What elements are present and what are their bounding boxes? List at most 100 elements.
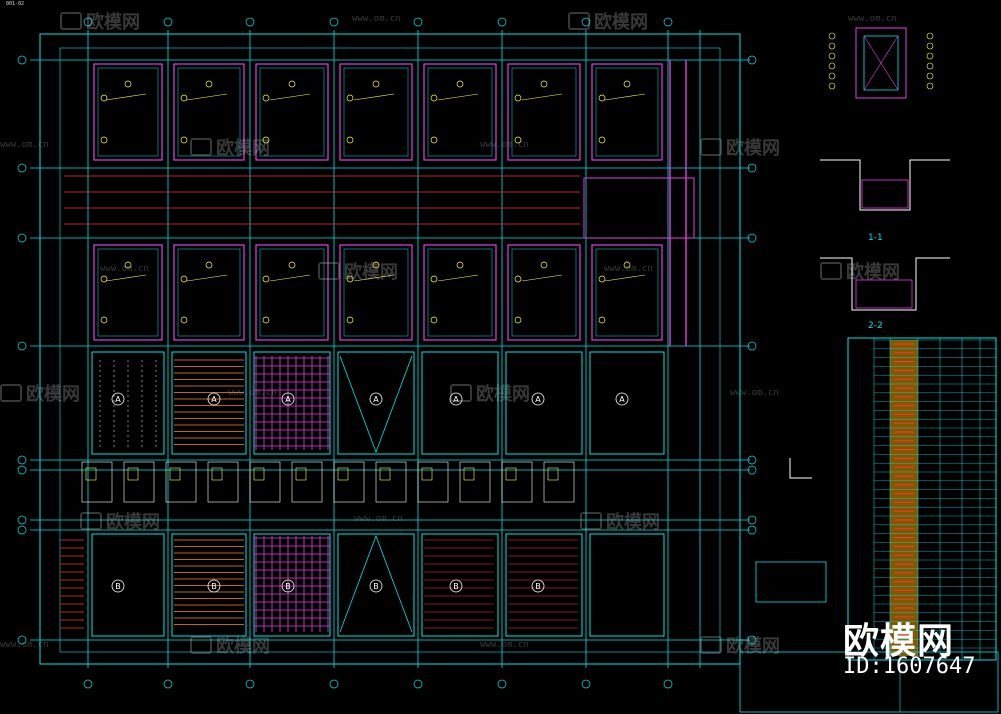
axis-bubble: [17, 465, 27, 475]
slab-panel-inner: [177, 248, 241, 337]
rebar-callout: [269, 274, 311, 282]
slab-panel: [507, 63, 581, 161]
grid-label: B: [373, 582, 379, 591]
axis-bubble: [747, 525, 757, 535]
grid-label-circle: [369, 579, 383, 593]
grid-label-circle: [207, 392, 221, 406]
axis-bubble: [413, 679, 423, 689]
detail-drawings: [755, 27, 950, 603]
grid-label: A: [619, 395, 625, 404]
grid-label-circle: [449, 579, 463, 593]
callout-bubble: [828, 42, 836, 50]
slab-panel: [93, 244, 163, 341]
pit-panel: [505, 533, 583, 637]
section-label-1-1: 1-1: [868, 233, 883, 243]
watermark-url: www.om.cn: [354, 514, 403, 524]
slab-panel: [339, 63, 413, 161]
channel-detail-inner: [253, 467, 265, 481]
rebar-callout: [105, 93, 147, 101]
pit-panel: [337, 533, 415, 637]
pit-panel: [421, 533, 499, 637]
callout-bubble: [100, 136, 108, 144]
rebar-callout: [604, 93, 646, 101]
callout-bubble: [180, 316, 188, 324]
slab-panel: [339, 244, 413, 341]
callout-bubble: [598, 275, 606, 283]
callout-bubble: [926, 52, 934, 60]
pit-panel: [253, 351, 331, 455]
callout-bubble: [828, 72, 836, 80]
pit-panel: [91, 533, 165, 637]
axis-bubble: [17, 515, 27, 525]
grid-label-circle: [615, 392, 629, 406]
hopper-outline: [339, 534, 413, 633]
channel-detail: [207, 461, 239, 503]
slab-panel: [423, 244, 497, 341]
channel-detail-inner: [421, 467, 433, 481]
slab-panel: [93, 63, 163, 161]
callout-bubble: [514, 94, 522, 102]
rebar-callout: [521, 93, 563, 101]
axis-bubble: [245, 17, 255, 27]
callout-bubble: [100, 94, 108, 102]
slab-panel-inner: [97, 67, 159, 157]
callout-bubble: [540, 261, 548, 269]
slab-panel-inner: [427, 67, 493, 157]
watermark-url: www.om.cn: [352, 14, 401, 24]
channel-detail: [249, 461, 281, 503]
callout-bubble: [346, 316, 354, 324]
grid-label-circle: [281, 392, 295, 406]
callout-bubble: [456, 80, 464, 88]
grid-label-circle: [531, 579, 545, 593]
pit-panel: [421, 351, 499, 455]
axis-bubble: [329, 679, 339, 689]
pit-panel: [91, 351, 165, 455]
slab-panels: [91, 60, 695, 637]
pit-panel: [171, 533, 247, 637]
channel-detail: [417, 461, 449, 503]
channel-detail: [501, 461, 533, 503]
axis-bubble: [747, 163, 757, 173]
callout-bubble: [514, 275, 522, 283]
pit-panel: [589, 351, 665, 455]
axis-bubble: [83, 17, 93, 27]
slab-panel: [507, 244, 581, 341]
axis-bubble: [747, 515, 757, 525]
slab-panel: [583, 177, 695, 239]
callout-bubble: [124, 80, 132, 88]
channel-detail: [375, 461, 407, 503]
rebar-callout: [269, 93, 311, 101]
grid-label-circle: [207, 579, 221, 593]
slab-panel-inner: [259, 67, 325, 157]
plan-inner-outline: [59, 47, 721, 653]
axis-bubble: [17, 455, 27, 465]
grid-label: A: [453, 395, 459, 404]
pit-panel: [589, 533, 665, 637]
pit-panel: [337, 351, 415, 455]
watermark-url: www.om.cn: [604, 264, 653, 274]
watermark-url: www.om.cn: [480, 640, 529, 650]
column-detail-diag: [863, 35, 899, 91]
grid-label: A: [285, 395, 291, 404]
rebar-callout: [186, 274, 228, 282]
callout-bubble: [346, 94, 354, 102]
channel-detail-inner: [211, 467, 223, 481]
pit-panel: [505, 351, 583, 455]
grid-label-circle: [111, 392, 125, 406]
axis-bubble: [17, 233, 27, 243]
callout-bubble: [262, 136, 270, 144]
callout-bubble: [514, 316, 522, 324]
grid-label: B: [285, 582, 291, 591]
grid-label: B: [535, 582, 541, 591]
title-block: [739, 651, 999, 713]
rebar-callout: [353, 274, 395, 282]
axis-bubble: [747, 635, 757, 645]
brand-id: ID:1607647: [843, 654, 976, 679]
callout-bubble: [828, 62, 836, 70]
angle-detail: [789, 458, 812, 479]
callout-bubble: [180, 94, 188, 102]
rebar-callout: [437, 274, 479, 282]
slab-panel-inner: [595, 248, 659, 337]
watermark-url: www.om.cn: [848, 14, 897, 24]
